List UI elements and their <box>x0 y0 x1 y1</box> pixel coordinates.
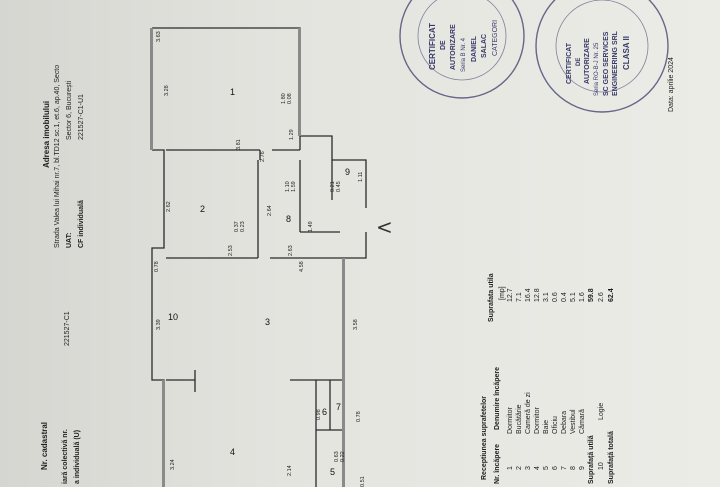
stamp1-line: AUTORIZARE <box>450 24 457 70</box>
room-6-label: 6 <box>322 407 327 417</box>
dim-label: 0.78 <box>154 261 160 272</box>
room-9-label: 9 <box>345 167 350 177</box>
room-2-label: 2 <box>200 204 205 214</box>
dim-label: 1.29 <box>289 129 295 140</box>
stamp2-line: DE <box>576 57 582 66</box>
room-10-label: 10 <box>168 312 178 322</box>
dim-label: 1.10 <box>285 181 291 192</box>
room-3-label: 3 <box>265 317 270 327</box>
stamp2-line: ENGINEERING SRL <box>612 31 619 96</box>
dim-label: 4.58 <box>299 261 305 272</box>
stamp1-line: CATEGORI <box>492 19 499 56</box>
stamp2-line: CLASA II <box>622 36 631 70</box>
stamp-certificat-autorizare-2 <box>535 0 669 113</box>
dim-label: 2.14 <box>287 465 293 476</box>
dim-label: 0.78 <box>356 411 362 422</box>
room-7-label: 7 <box>336 402 341 412</box>
dim-label: 0.51 <box>360 476 366 487</box>
dim-label: 0.45 <box>336 181 342 192</box>
north-arrow-icon: < <box>376 215 393 239</box>
stamp1-line: DE <box>440 40 447 50</box>
stamp2-line: Seria RO-B-J Nr. 25 <box>594 42 600 96</box>
dim-label: 0.23 <box>240 221 246 232</box>
dim-label: 3.39 <box>156 319 162 330</box>
stamp2-line: SC GEO SERVICES <box>603 31 610 96</box>
dim-label: 3.81 <box>236 139 242 150</box>
room-1-label: 1 <box>230 87 235 97</box>
dim-label: 2.76 <box>260 151 266 162</box>
dim-label: 2.53 <box>228 245 234 256</box>
dim-label: 2.63 <box>288 245 294 256</box>
dim-label: 1.11 <box>358 172 364 182</box>
dim-label: 1.80 <box>281 93 287 104</box>
dim-label: 3.63 <box>156 31 162 42</box>
stamp-certificat-autorizare-1 <box>399 0 525 99</box>
dim-label: 0.21 <box>330 181 336 192</box>
stamp1-line: DANIEL <box>471 35 478 62</box>
stamp1-line: CERTIFICAT <box>428 23 437 70</box>
dim-label: 0.63 <box>334 451 340 462</box>
stamp1-line: SALAC <box>481 33 488 58</box>
room-5-label: 5 <box>330 467 335 477</box>
room-4-label: 4 <box>230 447 235 457</box>
dim-label: 3.24 <box>170 459 176 470</box>
document-date: Data: aprilie 2024 <box>668 57 675 112</box>
dim-label: 0.08 <box>287 93 293 104</box>
dim-label: 0.22 <box>340 451 346 462</box>
room-8-label: 8 <box>286 214 291 224</box>
dim-label: 2.64 <box>267 205 273 216</box>
dim-label: 3.58 <box>353 319 359 330</box>
dim-label: 3.28 <box>164 85 170 96</box>
dim-label: 1.49 <box>308 221 314 232</box>
dim-label: 0.37 <box>234 221 240 232</box>
dim-label: 1.59 <box>291 181 297 192</box>
stamp2-line: AUTORIZARE <box>584 38 591 84</box>
stamp1-line: Seria B Nr. 4 <box>461 37 467 72</box>
dim-label: 2.62 <box>166 201 172 212</box>
stamp2-line: CERTIFICAT <box>566 42 573 84</box>
dim-label: 0.98 <box>316 409 322 420</box>
